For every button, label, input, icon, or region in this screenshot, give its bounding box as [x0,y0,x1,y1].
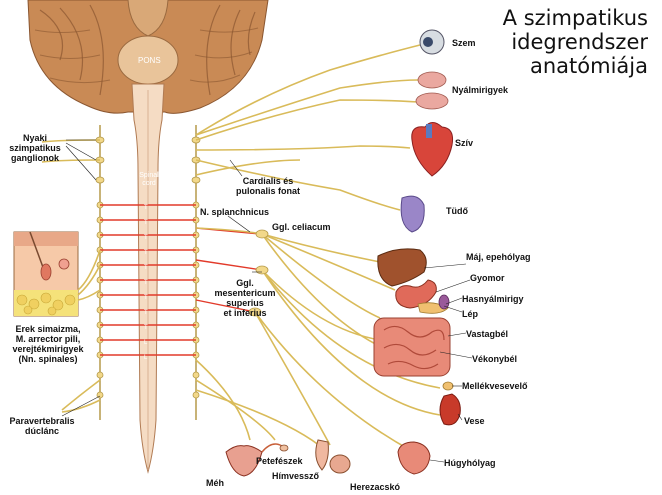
skin-inset [13,231,79,317]
title-line-1: A szimpatikus [502,6,648,30]
svg-text:T: T [144,220,148,226]
page-title: A szimpatikus idegrendszer anatómiája [478,6,648,78]
label-maj-epeholyag: Máj, epehólyag [466,252,531,262]
label-cardialis-line-2: pulonalis fonat [236,186,300,196]
label-nyaki-line-1: Nyaki [22,133,48,143]
label-gyomor: Gyomor [470,273,505,283]
label-erek-line-4: (Nn. spinales) [18,354,78,364]
svg-text:L: L [144,340,148,346]
organ-intestines [373,317,451,377]
label-spinal-cord: Spinal cord [138,172,160,188]
organ-eye [419,29,445,55]
label-nyaki-ganglionok: Nyaki szimpatikus ganglionok [4,133,66,163]
title-line-3: anatómiája [530,54,648,78]
label-hugyholyag: Húgyhólyag [444,458,496,468]
label-mesentericum-line-4: et inferius [223,308,267,318]
organ-salivary-glands [415,71,449,110]
organ-liver [377,248,427,287]
label-himvesszo: Hímvessző [272,471,320,481]
brain [27,0,269,114]
label-vese: Vese [464,416,485,426]
svg-text:T: T [144,205,148,211]
organ-stomach [395,279,437,309]
organ-heart [411,122,453,177]
label-pointers [61,139,473,463]
label-nyaki-line-3: ganglionok [11,153,59,163]
label-erek-line-1: Erek simaizma, [15,324,81,334]
label-cardialis-fonat: Cardialis és pulonalis fonat [228,176,308,196]
label-paravertebralis: Paravertebralis dúclánc [4,416,80,436]
label-vastagbel: Vastagbél [466,329,509,339]
organ-uterus [225,443,289,477]
preganglionic-fibers [100,204,263,356]
label-mesentericum-line-2: mesentericum [214,288,276,298]
label-paravertebralis-line-2: dúclánc [24,426,59,436]
sympathetic-chains [99,125,197,420]
label-petefeszek: Petefészek [256,456,303,466]
label-mellekvesevelo: Mellékvesevelő [462,381,528,391]
label-spinal-cord-line-2: cord [142,180,156,187]
svg-text:T: T [144,280,148,286]
organ-bladder [397,441,431,475]
label-hasnyalmirigy: Hasnyálmirigy [462,294,524,304]
label-spinal-cord-line-1: Spinal [139,172,159,179]
label-mesentericum-line-3: superius [226,298,264,308]
label-herezacsko: Herezacskó [350,482,401,492]
label-nyaki-line-2: szimpatikus [9,143,61,153]
label-tudo: Tüdő [446,206,468,216]
label-vekonybel: Vékonybél [472,354,518,364]
label-pons: PONS [138,56,161,65]
label-mesentericum-line-1: Ggl. [236,278,254,288]
svg-text:L: L [144,355,148,361]
organ-pancreas-spleen [417,294,450,314]
organ-penis-scrotum [315,439,351,474]
label-lep: Lép [462,309,479,319]
label-nyalmirigyek: Nyálmirigyek [452,85,509,95]
label-erek-line-3: verejtékmirigyek [12,344,84,354]
label-splanchnicus: N. splanchnicus [200,207,270,217]
title-line-2: idegrendszer [511,30,648,54]
label-cardialis-line-1: Cardialis és [242,176,294,186]
svg-text:T: T [144,235,148,241]
label-sziv: Szív [455,138,474,148]
label-meh: Méh [206,478,224,488]
label-erek-line-2: M. arrector pili, [15,334,81,344]
label-szem: Szem [452,38,476,48]
nerve-fibers [41,44,441,451]
organ-kidney [439,381,461,426]
svg-text:T: T [144,250,148,256]
label-paravertebralis-line-1: Paravertebralis [9,416,75,426]
label-erek-simaizma: Erek simaizma, M. arrector pili, verejté… [2,324,94,364]
organ-lung [400,195,425,233]
label-ggl-coeliacum: Ggl. celiacum [272,222,331,232]
label-ggl-mesentericum: Ggl. mesentericum superius et inferius [210,278,280,318]
svg-text:T: T [144,325,148,331]
svg-text:T: T [144,295,148,301]
svg-text:T: T [144,265,148,271]
svg-text:T: T [144,310,148,316]
